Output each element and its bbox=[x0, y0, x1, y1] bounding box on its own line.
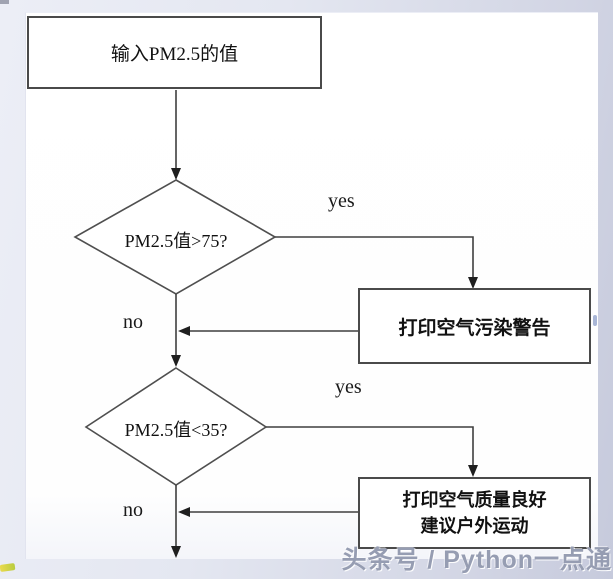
good-air-box-line1: 打印空气质量良好 bbox=[402, 490, 547, 510]
decision-pm35-label: PM2.5值<35? bbox=[124, 420, 228, 440]
good-air-box-line2: 建议户外运动 bbox=[420, 516, 529, 536]
watermark-text: 头条号 / Python一点通 bbox=[341, 546, 612, 574]
no-label-decision1: no bbox=[123, 311, 143, 333]
start-box-label: 输入PM2.5的值 bbox=[110, 44, 239, 65]
warning-box: 打印空气污染警告 bbox=[358, 288, 591, 364]
warning-box-label: 打印空气污染警告 bbox=[398, 317, 551, 339]
decision-pm75-label: PM2.5值>75? bbox=[124, 231, 228, 251]
good-air-box: 打印空气质量良好 建议户外运动 bbox=[358, 477, 591, 549]
yes-label-decision2: yes bbox=[335, 376, 362, 398]
handle-dash-artifact bbox=[593, 315, 597, 326]
edge-artifact-topleft bbox=[0, 0, 9, 4]
start-box: 输入PM2.5的值 bbox=[27, 16, 322, 89]
yes-label-decision1: yes bbox=[328, 190, 355, 212]
green-dash-artifact bbox=[0, 562, 16, 573]
no-label-decision2: no bbox=[123, 499, 143, 521]
